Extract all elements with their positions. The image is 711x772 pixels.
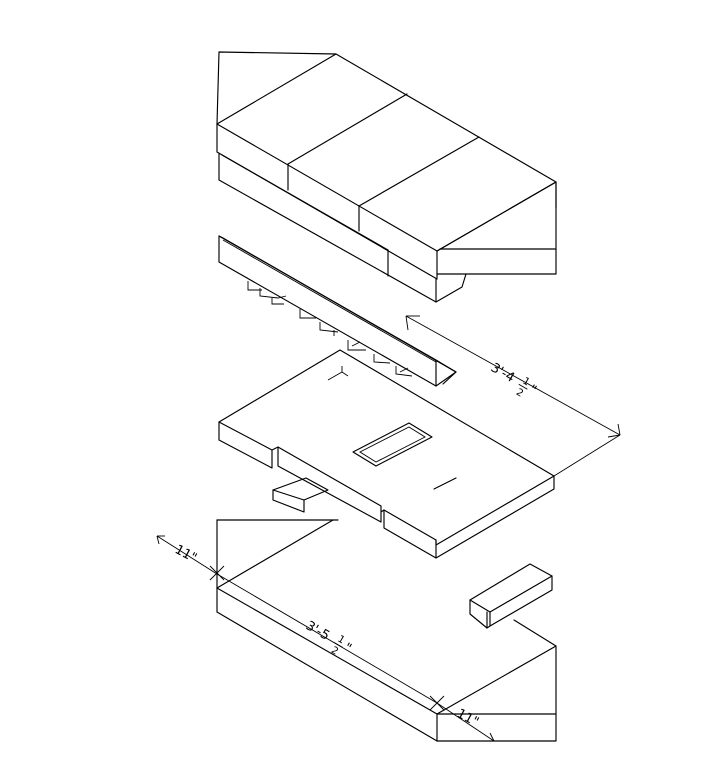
bottom-length-numerator: 1: [335, 634, 346, 647]
dimension-left-depth: 11": [156, 535, 218, 575]
top-length-denominator: 2: [514, 387, 525, 400]
top-length-whole: 3'-4: [488, 360, 517, 385]
base-platform: [216, 519, 557, 742]
dimension-bottom-length: 3'-5 1 2 ": [209, 565, 445, 711]
left-depth-label: 11": [172, 542, 199, 566]
right-depth-label: 11": [454, 706, 481, 730]
dimension-right-depth: 11": [436, 702, 495, 742]
bottom-length-denominator: 2: [329, 645, 340, 658]
rail-brackets: [247, 281, 413, 377]
top-cushion-assembly: [216, 51, 557, 303]
seat-deck: [218, 349, 555, 559]
bracket-rail: [218, 235, 457, 387]
top-length-numerator: 1: [520, 376, 531, 389]
